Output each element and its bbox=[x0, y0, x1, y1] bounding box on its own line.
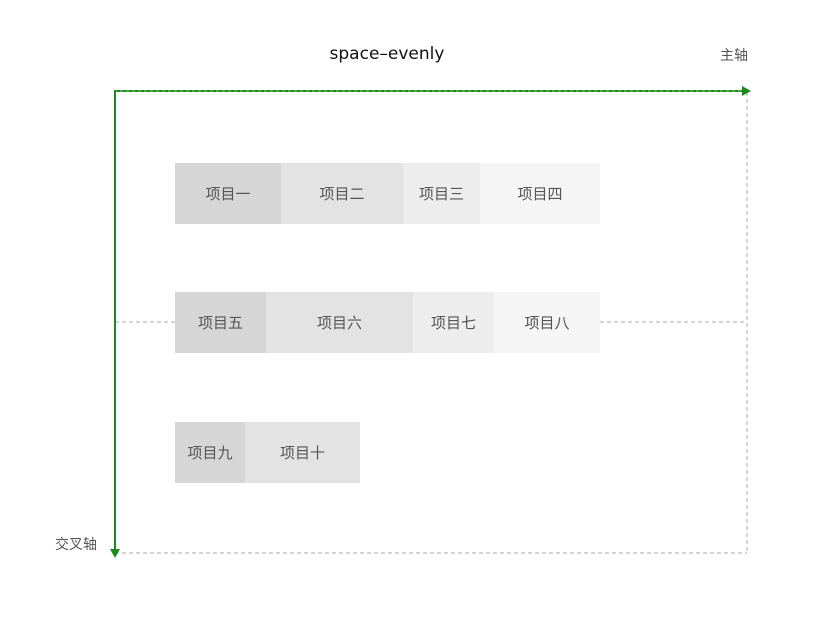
flex-item-6: 项目六 bbox=[266, 292, 413, 353]
flex-item-3: 项目三 bbox=[403, 163, 480, 224]
flex-item-10: 项目十 bbox=[245, 422, 360, 483]
flex-row-2: 项目五 项目六 项目七 项目八 bbox=[175, 292, 600, 353]
main-axis-arrowhead bbox=[742, 86, 751, 96]
cross-axis-arrowhead bbox=[110, 549, 120, 558]
flex-item-9: 项目九 bbox=[175, 422, 245, 483]
flex-item-2: 项目二 bbox=[281, 163, 403, 224]
flex-row-1: 项目一 项目二 项目三 项目四 bbox=[175, 163, 600, 224]
flex-row-3: 项目九 项目十 bbox=[175, 422, 360, 483]
main-axis-label: 主轴 bbox=[720, 48, 748, 64]
flex-item-8: 项目八 bbox=[494, 292, 600, 353]
diagram-title: space–evenly bbox=[329, 44, 445, 64]
cross-axis-label: 交叉轴 bbox=[55, 537, 97, 553]
flex-item-4: 项目四 bbox=[480, 163, 600, 224]
flex-item-1: 项目一 bbox=[175, 163, 281, 224]
flex-item-5: 项目五 bbox=[175, 292, 266, 353]
flex-item-7: 项目七 bbox=[413, 292, 494, 353]
